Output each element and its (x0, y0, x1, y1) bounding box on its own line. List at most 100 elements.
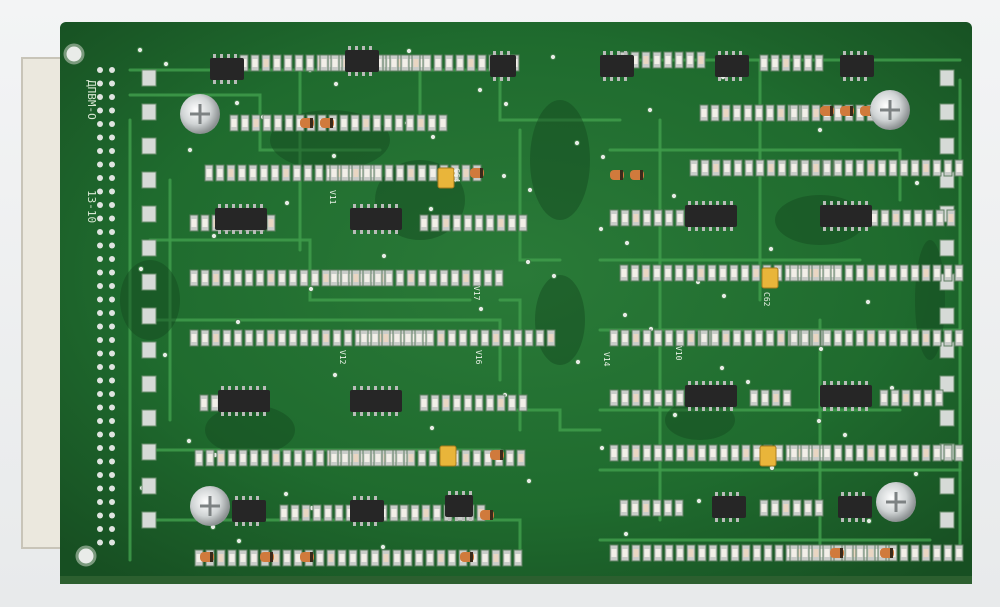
ic-pin (715, 518, 718, 522)
ic-pin (353, 386, 356, 390)
ic-pin (702, 381, 705, 385)
ic-pin (353, 496, 356, 500)
ic-pin (702, 227, 705, 231)
resistor-body (432, 219, 438, 227)
resistor-body (279, 334, 285, 342)
resistor-body (701, 109, 707, 117)
resistor-body (665, 504, 671, 512)
resistor-body (633, 214, 639, 222)
resistor-body (846, 164, 852, 172)
ic-pin (253, 204, 256, 208)
resistor-body (421, 219, 427, 227)
ground-pour (205, 405, 295, 455)
resistor-body (710, 449, 716, 457)
resistor-body (868, 334, 874, 342)
connector-pin (109, 215, 115, 222)
resistor-body (496, 274, 502, 282)
ic-pin (841, 492, 844, 496)
connector-pin (109, 202, 115, 208)
ic-pin (851, 407, 854, 411)
resistor-body (666, 549, 672, 557)
resistor-body (835, 164, 841, 172)
via (550, 272, 558, 280)
ic-pin (716, 407, 719, 411)
resistor-body (317, 454, 323, 462)
resistor-body (709, 269, 715, 277)
resistor-body (323, 334, 329, 342)
resistor-body (465, 219, 471, 227)
resistor-body (956, 334, 962, 342)
ic-pin (507, 77, 510, 81)
resistor-body (284, 554, 290, 562)
resistor-body (372, 334, 378, 342)
resistor-body (824, 269, 830, 277)
ic-pin (823, 227, 826, 231)
resistor-body (273, 554, 279, 562)
resistor-body (482, 334, 488, 342)
resistor-body (666, 334, 672, 342)
resistor-body (443, 219, 449, 227)
via (137, 265, 145, 273)
resistor-body (401, 509, 407, 517)
tantalum-capacitors (437, 167, 779, 467)
ic-chip (350, 208, 402, 230)
connector-pin (97, 539, 103, 546)
resistor-body (507, 454, 513, 462)
ic-pin (367, 204, 370, 208)
resistor-body (698, 56, 704, 64)
via (621, 311, 629, 319)
resistor-body (643, 56, 649, 64)
resistor-body (493, 334, 499, 342)
resistor-body (251, 454, 257, 462)
resistor-body (339, 554, 345, 562)
resistor-body (363, 119, 369, 127)
ic-pin (239, 204, 242, 208)
resistor-body (802, 109, 808, 117)
resistor-body (756, 109, 762, 117)
resistor-body (350, 554, 356, 562)
connector-pin (109, 323, 115, 330)
connector-pin (109, 526, 115, 532)
ic-pin (830, 407, 833, 411)
resistor-body (201, 399, 207, 407)
ic-chip (345, 50, 379, 72)
ic-pin (739, 51, 742, 55)
resistor-body (857, 109, 863, 117)
ic-pin (374, 522, 377, 526)
resistor-body (305, 169, 311, 177)
resistor-body (654, 504, 660, 512)
via (526, 186, 534, 194)
ic-pin (850, 51, 853, 55)
resistor-body (835, 334, 841, 342)
connector-pin (109, 188, 115, 195)
resistor-body (813, 269, 819, 277)
ic-pin (462, 491, 465, 495)
resistor-body (250, 169, 256, 177)
ic-pin (718, 51, 721, 55)
ic-pin (715, 492, 718, 496)
resistor-body (504, 334, 510, 342)
resistor-body (903, 394, 909, 402)
trace (498, 298, 522, 432)
resistor-body (779, 164, 785, 172)
resistor-body (857, 269, 863, 277)
resistor-body (945, 549, 951, 557)
ic-pin (263, 386, 266, 390)
side-pad (939, 511, 955, 529)
connector-pin (109, 539, 115, 546)
ic-pin (500, 51, 503, 55)
resistor-body (427, 334, 433, 342)
resistor-body (430, 274, 436, 282)
resistor-body (819, 269, 825, 277)
ic-pin (855, 492, 858, 496)
ic-chip (840, 55, 874, 77)
resistor-body (321, 59, 327, 67)
resistor-body (633, 449, 639, 457)
ic-pin (388, 204, 391, 208)
trace (148, 238, 472, 302)
resistor-body (334, 334, 340, 342)
resistor-body (515, 334, 521, 342)
resistor-body (378, 334, 384, 342)
resistor-body (454, 399, 460, 407)
resistor-body (361, 554, 367, 562)
